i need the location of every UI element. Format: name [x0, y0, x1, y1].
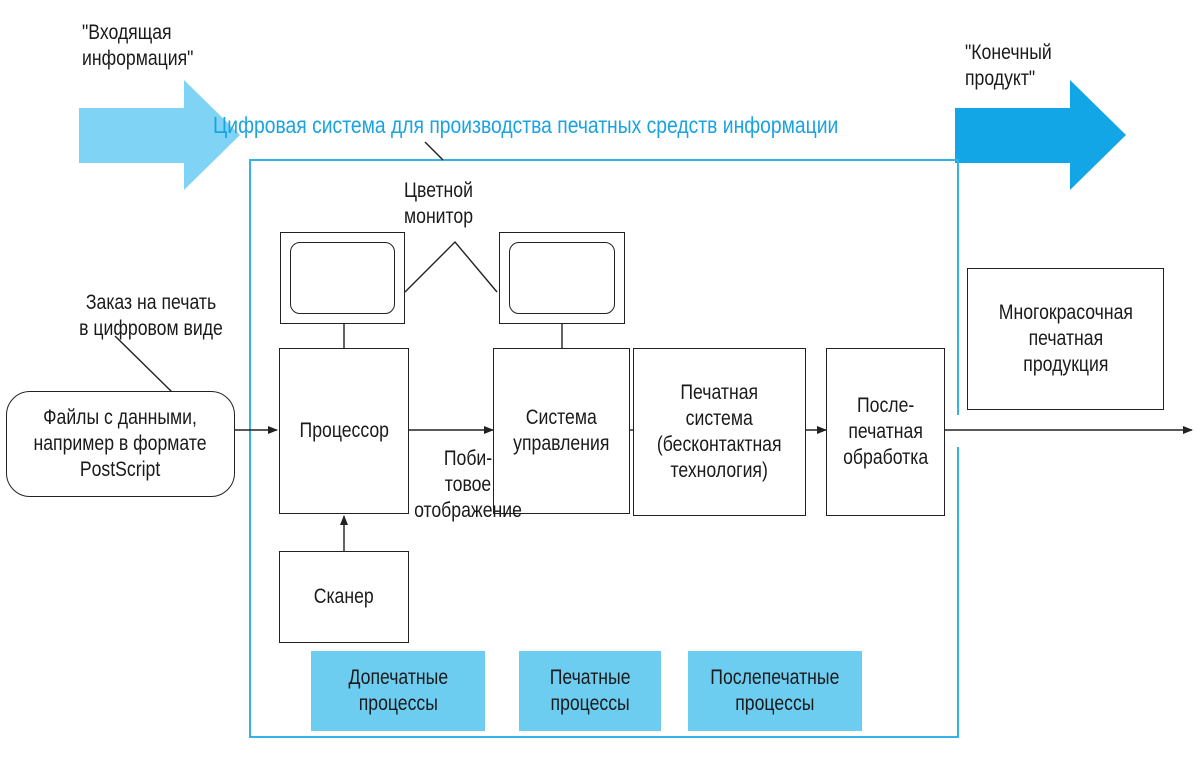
processor-label: Процессор: [299, 419, 389, 442]
data-files-label: Файлы с данными, например в формате Post…: [33, 406, 208, 481]
monitor-pointer-line: [404, 240, 498, 293]
postpress-block: После- печатная обработка: [826, 348, 945, 516]
bitmap-label: Поби- товое отображение: [414, 447, 522, 522]
processor-block: Процессор: [279, 348, 409, 514]
monitor-icon: [280, 232, 405, 324]
press-stage-label: Печатные процессы: [549, 666, 631, 715]
order-pointer-line: [114, 335, 173, 393]
postpress-label: После- печатная обработка: [842, 394, 929, 469]
input-info-label: "Входящая информация": [82, 21, 194, 70]
output-flow-arrow: [955, 80, 1126, 190]
scanner-block: Сканер: [279, 551, 409, 643]
output-product-block: Многокрасочная печатная продукция: [967, 268, 1164, 410]
scanner-label: Сканер: [313, 585, 375, 608]
postpress-stage: Послепечатные процессы: [688, 651, 862, 731]
order-label: Заказ на печать в цифровом виде: [79, 291, 223, 340]
data-files-box: Файлы с данными, например в формате Post…: [6, 391, 235, 497]
output-product-label: "Конечный продукт": [965, 41, 1052, 90]
print-system-block: Печатная система (бесконтактная технолог…: [633, 348, 806, 516]
color-monitor-label: Цветной монитор: [404, 179, 474, 228]
title-pointer-line: [424, 141, 444, 161]
system-title: Цифровая система для производства печатн…: [213, 112, 839, 138]
monitor-icon: [499, 232, 625, 324]
control-system-label: Система управления: [513, 406, 610, 455]
input-flow-arrow: [79, 80, 240, 190]
print-system-label: Печатная система (бесконтактная технолог…: [657, 381, 782, 482]
output-product-block-label: Многокрасочная печатная продукция: [998, 301, 1133, 376]
system-frame: [249, 159, 959, 738]
prepress-stage: Допечатные процессы: [311, 651, 485, 731]
press-stage: Печатные процессы: [519, 651, 661, 731]
postpress-stage-label: Послепечатные процессы: [710, 666, 840, 715]
control-system-block: Система управления: [493, 348, 630, 514]
prepress-stage-label: Допечатные процессы: [348, 666, 448, 715]
